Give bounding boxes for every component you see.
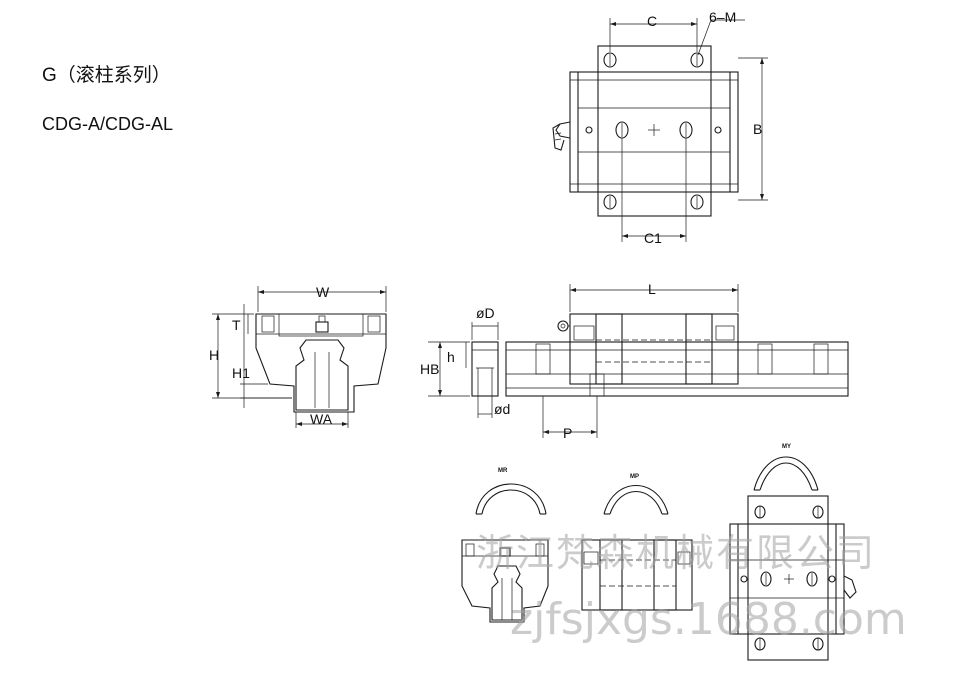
dim-label-t: T xyxy=(232,317,241,333)
watermark-site: zjfsjxgs.1688.com xyxy=(510,594,907,645)
model-title: CDG-A/CDG-AL xyxy=(42,114,174,134)
dim-label-c: C xyxy=(647,13,657,29)
dim-label-wa: WA xyxy=(310,411,333,427)
seal-label-mp: MP xyxy=(630,474,639,480)
dim-label-hb: HB xyxy=(420,361,439,377)
dim-label-p: P xyxy=(563,425,572,441)
seal-label-mr: MR xyxy=(498,468,508,474)
dim-label-h-small: h xyxy=(447,349,455,365)
dim-label-l: L xyxy=(648,281,656,297)
watermark-company: 浙江梵森机械有限公司 xyxy=(476,531,876,575)
dim-label-w: W xyxy=(316,284,330,300)
dim-label-b: B xyxy=(753,121,762,137)
dim-label-c1: C1 xyxy=(644,230,662,246)
series-title: G（滚柱系列） xyxy=(42,65,171,86)
end-view: W H H1 T WA xyxy=(209,284,387,428)
seal-label-my: MY xyxy=(782,444,791,450)
seal-mr: MR xyxy=(461,468,549,623)
dim-label-od-small: ød xyxy=(494,401,510,417)
dim-label-m: 6–M xyxy=(709,9,736,25)
dim-label-h: H xyxy=(209,347,219,363)
top-view: C 6–M B C1 xyxy=(552,9,768,246)
side-view: øD h HB ød L P xyxy=(420,281,849,441)
seal-my: MY xyxy=(729,444,857,661)
dim-label-od: øD xyxy=(476,305,495,321)
dim-label-h1: H1 xyxy=(232,365,250,381)
seal-mp: MP xyxy=(581,474,693,611)
